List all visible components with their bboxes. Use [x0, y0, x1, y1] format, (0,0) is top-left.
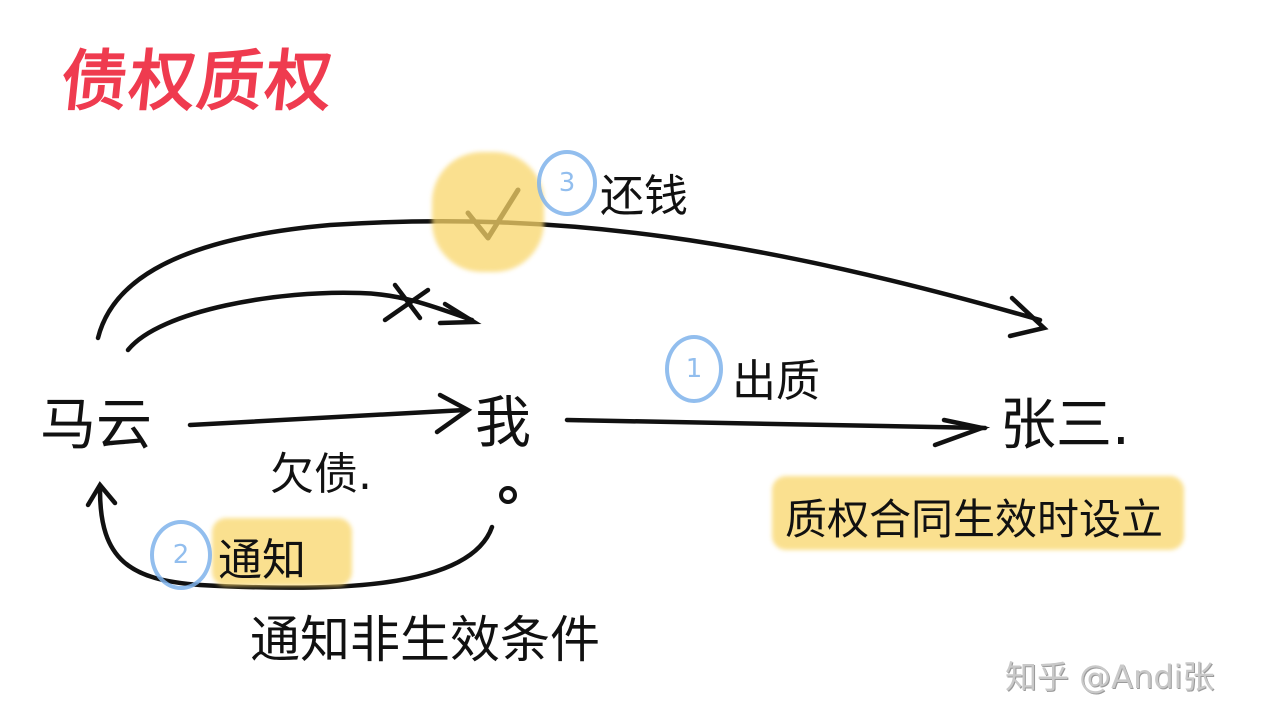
pledge-contract-note: 质权合同生效时设立 — [785, 495, 1164, 544]
repay-arrow — [95, 219, 1043, 341]
page-title: 债权质权 — [57, 43, 338, 120]
repay-label: 还钱 — [600, 171, 688, 222]
notify-condition-note: 通知非生效条件 — [250, 611, 600, 669]
debt-label: 欠债. — [270, 449, 372, 500]
crossed-arrowhead — [437, 301, 482, 326]
pledge-arrowhead — [932, 417, 991, 448]
notify-arrow — [97, 487, 495, 590]
debt-arrowhead — [434, 392, 473, 435]
step-2-circle: 2 — [150, 520, 212, 590]
pledge-arrow — [564, 417, 988, 431]
pledge-label: 出质 — [732, 356, 820, 407]
pledge-note-highlight — [772, 476, 1184, 550]
cross-mark-icon — [382, 282, 431, 323]
debt-arrow — [187, 407, 468, 428]
node-zhangsan: 张三. — [1000, 393, 1130, 458]
notify-arrowhead — [85, 481, 118, 508]
step-3-circle: 3 — [537, 150, 597, 216]
notify-highlight — [212, 518, 352, 586]
step-3-number: 3 — [558, 168, 576, 198]
node-me: 我 — [475, 391, 531, 456]
me-dot — [499, 486, 517, 504]
crossed-arrow — [125, 290, 475, 353]
step-1-circle: 1 — [665, 335, 723, 403]
repay-highlight — [432, 152, 544, 272]
step-1-number: 1 — [685, 354, 703, 384]
notify-label: 通知 — [218, 535, 306, 586]
step-2-number: 2 — [172, 540, 190, 570]
node-mayun: 马云 — [40, 393, 152, 458]
watermark: 知乎 @Andi张 — [1005, 658, 1215, 696]
repay-arrowhead — [1007, 295, 1049, 339]
